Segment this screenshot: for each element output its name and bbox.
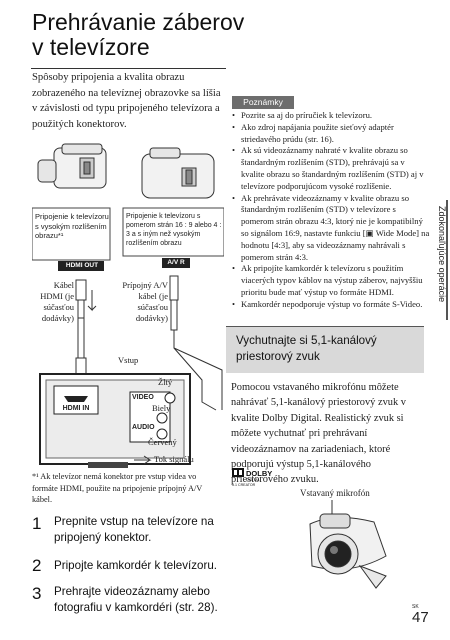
signal-flow-label: Tok signálu	[154, 454, 194, 464]
step-number: 2	[32, 556, 42, 575]
hdmi-out-port: HDMI OUT	[65, 262, 99, 269]
page-title-line1: Prehrávanie záberov	[32, 9, 245, 35]
step-text: Prepnite vstup na televízore na pripojen…	[54, 515, 214, 544]
camcorder-left-icon	[37, 143, 107, 189]
svg-text:5.1 CREATOR: 5.1 CREATOR	[232, 483, 256, 487]
mic-label: Vstavaný mikrofón	[300, 488, 370, 498]
side-tab-bar	[446, 200, 448, 320]
audio-port: AUDIO	[132, 424, 155, 431]
red-label: Červený	[148, 437, 177, 447]
step-number: 3	[32, 584, 42, 603]
side-tab-label: Zdokonaľujúce operácie	[437, 206, 447, 303]
svg-text:DOLBY: DOLBY	[246, 469, 272, 478]
note-item: Ak sú videozáznamy nahraté v kvalite obr…	[232, 145, 430, 192]
page-number-block: SK 47	[412, 604, 429, 626]
footnote-mark: *¹	[32, 472, 39, 481]
input-label: Vstup	[118, 355, 139, 365]
note-item: Kamkordér nepodporuje výstup vo formáte …	[232, 299, 430, 311]
television-icon	[39, 373, 191, 468]
footnote-text: Ak televízor nemá konektor pre vstup vid…	[32, 472, 203, 504]
page-title-line2: v televízore	[32, 34, 150, 60]
step-number: 1	[32, 514, 42, 533]
yellow-label: Žltý	[158, 377, 173, 387]
step-text: Prehrajte videozáznamy alebo fotografiu …	[54, 585, 218, 614]
section-body: Pomocou vstavaného mikrofónu môžete nahr…	[231, 382, 406, 486]
dolby-logo-icon: DOLBY DIGITAL 5.1 CREATOR	[232, 468, 272, 487]
section-heading: Vychutnajte si 5,1-kanálový priestorový …	[236, 334, 377, 363]
page-language: SK	[412, 604, 419, 610]
note-item: Ak prehrávate videozáznamy v kvalite obr…	[232, 193, 430, 264]
white-label: Biely	[152, 403, 171, 413]
section-heading-box: Vychutnajte si 5,1-kanálový priestorový …	[226, 326, 424, 373]
page-title: Prehrávanie záberov v televízore	[31, 9, 245, 69]
title-rule	[31, 68, 226, 69]
note-item: Pozrite sa aj do príručiek k televízoru.	[232, 110, 430, 122]
svg-text:DIGITAL: DIGITAL	[246, 478, 260, 482]
note-item: Ak pripojíte kamkordér k televízoru s po…	[232, 263, 430, 298]
tv-std-label: Pripojenie k televízoru s pomerom strán …	[126, 213, 222, 247]
hdmi-in-port: HDMI IN	[62, 405, 90, 412]
camcorder-microphone-icon	[309, 500, 387, 589]
side-tab: Zdokonaľujúce operácie	[432, 204, 447, 314]
connection-illustration	[31, 143, 225, 468]
intro-paragraph: Spôsoby pripojenia a kvalita obrazu zobr…	[32, 72, 221, 130]
av-cable-label: Prípojný A/V kábel (je súčasťou dodávky)	[122, 280, 168, 323]
av-r-port: A/V R	[167, 259, 185, 266]
dolby-logo: DOLBY DIGITAL 5.1 CREATOR	[232, 468, 274, 488]
hdmi-cable-label: Kábel HDMI (je súčasťou dodávky)	[40, 280, 74, 323]
tv-hd-label: Pripojenie k televízoru s vysokým rozlíš…	[35, 212, 109, 240]
footnote: *¹ Ak televízor nemá konektor pre vstup …	[32, 471, 224, 506]
video-port: VIDEO	[132, 394, 154, 401]
notes-list: Pozrite sa aj do príručiek k televízoru.…	[232, 110, 430, 311]
notes-heading: Poznámky	[232, 96, 294, 109]
page-number: 47	[412, 609, 429, 626]
camcorder-right-icon	[141, 147, 215, 199]
note-item: Ako zdroj napájania použite sieťový adap…	[232, 122, 430, 146]
connection-diagram: Pripojenie k televízoru s vysokým rozlíš…	[31, 140, 225, 470]
step-text: Pripojte kamkordér k televízoru.	[54, 559, 218, 572]
